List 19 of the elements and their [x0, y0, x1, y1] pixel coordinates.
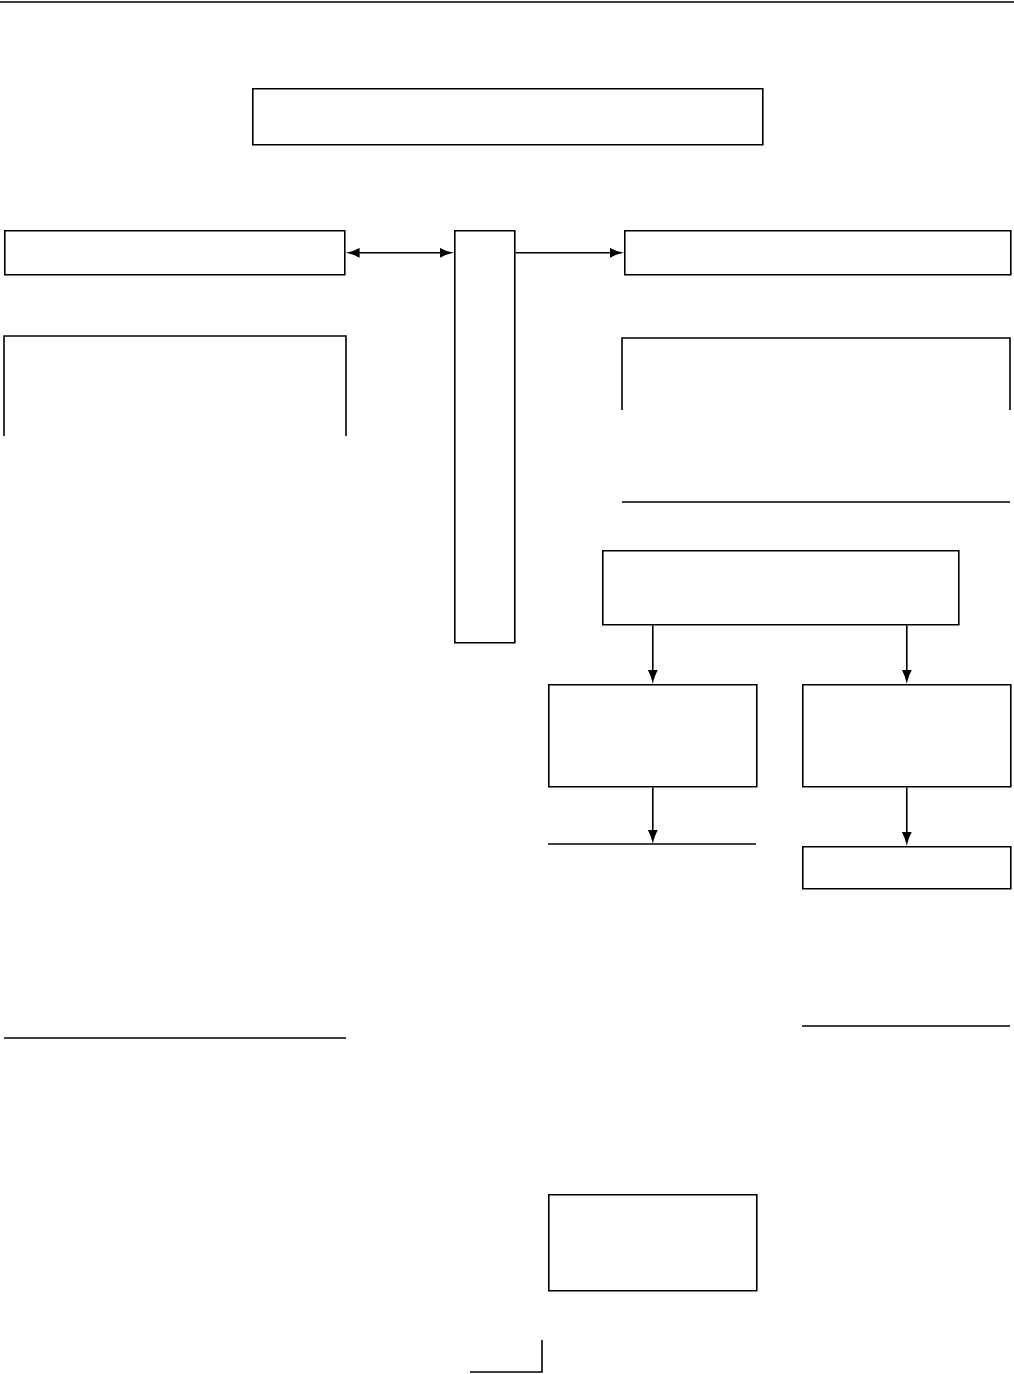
box: [602, 550, 960, 626]
box-outline: [3, 335, 347, 1039]
box: [802, 684, 1012, 788]
box-outline: [621, 337, 1011, 503]
arrow: [902, 786, 912, 844]
arrow: [514, 248, 622, 258]
arrow: [648, 786, 658, 842]
box: [802, 846, 1012, 890]
box: [252, 88, 764, 146]
box: [4, 230, 346, 276]
box-outline: [801, 1025, 1011, 1027]
box: [624, 230, 1012, 276]
box: [548, 1194, 758, 1292]
arrow: [648, 624, 658, 682]
box: [548, 684, 758, 788]
box: [454, 230, 516, 644]
arrow: [348, 248, 452, 258]
arrow: [902, 624, 912, 682]
box-outline: [547, 843, 757, 845]
